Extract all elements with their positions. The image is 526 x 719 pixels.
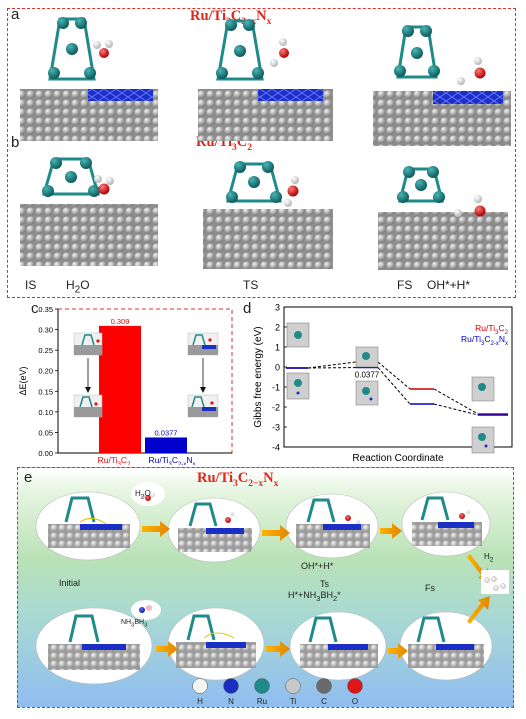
scheme-h2-box [481, 570, 509, 594]
legend-atom-label: Ru [257, 697, 267, 706]
panel-a-label: a [11, 6, 20, 23]
chart-d-ytick-label: 0 [275, 363, 280, 373]
chart-d-ytick-label: -4 [272, 443, 280, 453]
chart-d-legend-entry: Ru/Ti3C2 [475, 323, 508, 336]
chart-c-ytick-label: 0.20 [38, 367, 53, 376]
scheme-row1-step3 [285, 493, 379, 559]
e-initial-label: Initial [59, 578, 81, 588]
panel-e-title: Ru/Ti3C2−xNx [197, 470, 279, 489]
chart-d-connector [433, 403, 479, 416]
panel-e-label: e [24, 469, 33, 486]
chart-d-legend-entry: Ru/Ti3C2-xNx [461, 334, 508, 347]
struct-b-ts [203, 161, 333, 269]
scheme-row2-step4 [399, 611, 493, 681]
legend-atom-label: O [352, 697, 358, 706]
chart-d-ytick-label: 1 [275, 343, 280, 353]
legend-atom-ti [285, 678, 301, 694]
struct-a-is [20, 17, 158, 141]
panel-d-label: d [243, 300, 252, 317]
scheme-water-molecule [131, 482, 165, 506]
legend-atom-o [347, 678, 363, 694]
chart-c-category-label: Ru/Ti3C2 [98, 455, 131, 465]
chart-d-annotation: 0.0377 [355, 371, 380, 380]
scheme-row2-step3 [289, 611, 387, 681]
chart-d-xlabel: Reaction Coordinate [352, 453, 444, 464]
chart-c-ytick-label: 0.25 [38, 346, 53, 355]
legend-atom-label: C [321, 697, 327, 706]
scheme-row1-step4 [401, 491, 491, 557]
e-h-nh3bh2-label: H*+NH3BH2* [288, 590, 341, 603]
scheme-row1-step1 [35, 491, 141, 561]
scheme-arrows [142, 521, 490, 659]
struct-b-fs [378, 166, 508, 270]
chart-c-ytick-label: 0.10 [38, 408, 53, 417]
legend-atom-label: H [197, 697, 203, 706]
legend-atom-ru [254, 678, 270, 694]
scheme-row2-step2 [167, 607, 265, 681]
panel-c-label: c [31, 300, 39, 317]
label-oh-h: OH*+H* [427, 278, 471, 292]
e-fs-label: Fs [425, 583, 435, 593]
chart-c-ytick-label: 0.35 [38, 305, 53, 314]
struct-b-is [20, 157, 158, 266]
chart-d-connector [377, 367, 411, 405]
panel-b-label: b [11, 134, 20, 151]
chart-c-bar [145, 437, 187, 453]
e-h2-label: H2 [484, 552, 494, 564]
scheme-row2-step1 [35, 607, 153, 685]
chart-d-ytick-label: 3 [275, 303, 280, 313]
scheme-row1-step2 [167, 497, 261, 563]
chart-d-connector [377, 361, 411, 390]
struct-a-ts [198, 19, 333, 141]
atom-legend: H N Ru Ti C O [192, 678, 363, 706]
chart-d-ytick-label: -2 [272, 403, 280, 413]
legend-atom-h [192, 678, 208, 694]
struct-a-fs [373, 25, 511, 146]
chart-d-frame [283, 306, 513, 448]
legend-atom-n [223, 678, 239, 694]
chart-c-inset-left [73, 332, 103, 418]
chart-d-ytick-label: -3 [272, 423, 280, 433]
chart-c-ytick-label: 0.15 [38, 387, 53, 396]
panel-ab-frame [7, 8, 516, 298]
e-ammonia-borane-label: NH3BH3 [121, 619, 148, 629]
chart-c-ytick-label: 0.00 [38, 449, 53, 458]
legend-atom-label: Ti [290, 697, 297, 706]
e-water-label: H2O [135, 489, 151, 501]
chart-d-ylabel: Gibbs free energy (eV) [253, 326, 264, 427]
panel-e-scheme: H N Ru Ti C O [35, 482, 509, 706]
chart-d-connector [307, 361, 357, 369]
chart-c-ylabel: ΔE(eV) [18, 366, 28, 395]
chart-c-ytick-label: 0.30 [38, 326, 53, 335]
chart-c-frame [57, 308, 233, 454]
panel-ab-structures [20, 17, 511, 270]
chart-d: 3 2 1 0 -1 -2 -3 -4 Gibbs free energy (eV) Reacti… [253, 303, 513, 464]
label-ts: TS [243, 278, 259, 292]
legend-atom-c [316, 678, 332, 694]
chart-d-insets [286, 322, 495, 454]
chart-d-ytick-label: -1 [272, 383, 280, 393]
chart-c-category-label: Ru/Ti3C2-xNx [149, 455, 196, 465]
chart-c-value-label: 0.309 [111, 317, 130, 326]
chart-d-ytick-label: 2 [275, 323, 280, 333]
e-ts-label: Ts [320, 579, 329, 589]
label-water: H2O [66, 278, 90, 296]
scheme-ammonia-borane [131, 600, 161, 620]
e-oh-h-label: OH*+H* [301, 561, 334, 571]
chart-c-ytick-label: 0.05 [38, 428, 53, 437]
chart-c-bar [99, 325, 141, 453]
label-is: IS [25, 278, 37, 292]
chart-c-inset-right [187, 332, 219, 418]
chart-c-value-label: 0.0377 [155, 428, 178, 437]
legend-atom-label: N [228, 697, 234, 706]
chart-d-connector [433, 388, 479, 415]
label-fs: FS [397, 278, 413, 292]
